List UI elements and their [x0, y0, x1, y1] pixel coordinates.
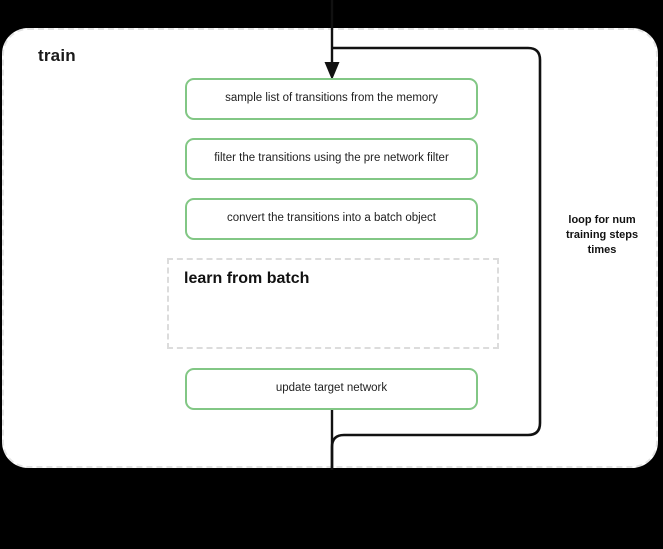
node-update-target-network[interactable]: update target network	[185, 368, 478, 410]
node-filter-transitions[interactable]: filter the transitions using the pre net…	[185, 138, 478, 180]
node-learn-from-batch[interactable]: learn from batch	[167, 258, 499, 349]
node-convert-to-batch-label: convert the transitions into a batch obj…	[226, 212, 437, 225]
loop-edge-label-line3: times	[587, 243, 617, 256]
node-sample-transitions[interactable]: sample list of transitions from the memo…	[185, 78, 478, 120]
node-sample-transitions-label: sample list of transitions from the memo…	[225, 92, 438, 105]
node-filter-transitions-label: filter the transitions using the pre net…	[214, 152, 449, 165]
loop-edge-label-line2: training steps	[565, 228, 639, 241]
page-title: train	[38, 46, 76, 65]
node-update-target-network-label: update target network	[275, 382, 388, 395]
node-convert-to-batch[interactable]: convert the transitions into a batch obj…	[185, 198, 478, 240]
loop-edge-label-line1: loop for num	[568, 214, 636, 226]
node-learn-from-batch-label: learn from batch	[184, 270, 310, 287]
loop-edge-label: loop for num training steps times	[546, 213, 658, 258]
